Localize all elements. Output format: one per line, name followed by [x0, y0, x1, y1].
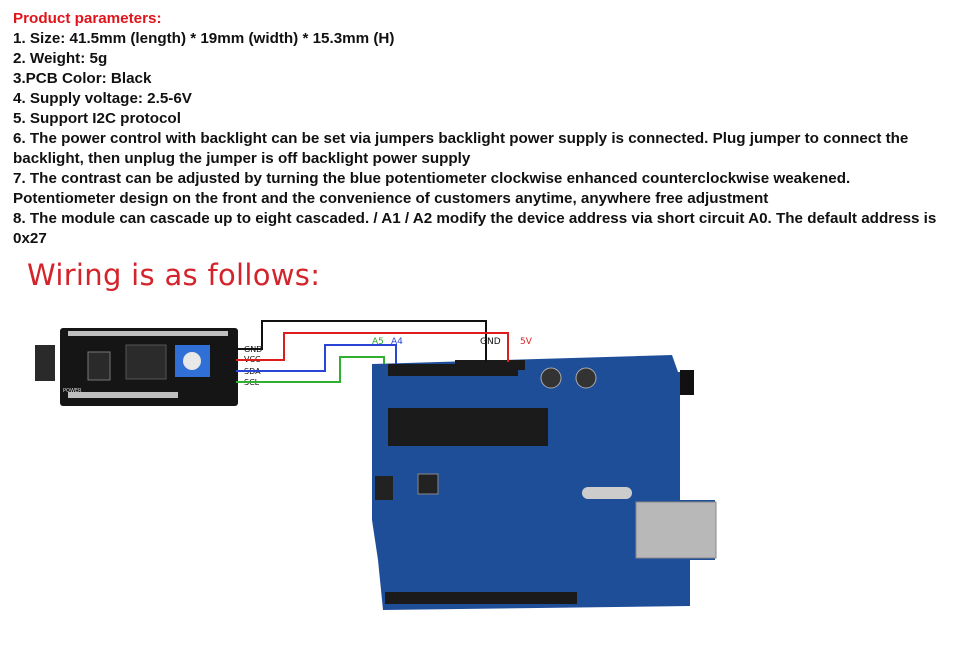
crystal	[582, 487, 632, 499]
wiring-title: Wiring is as follows:	[27, 258, 321, 292]
power-header	[455, 360, 525, 370]
arduino-label-a5: A5	[372, 337, 384, 347]
module-bracket	[35, 345, 55, 381]
param-line-contrast: 7. The contrast can be adjusted by turni…	[13, 170, 851, 207]
param-line-address: 8. The module can cascade up to eight ca…	[13, 210, 937, 247]
icsp-header	[375, 476, 393, 500]
arduino-label-gnd: GND	[480, 337, 501, 347]
arduino-label-5v: 5V	[520, 337, 533, 347]
module-jumper	[87, 351, 111, 381]
reset-button	[417, 473, 439, 495]
capacitor-2	[575, 367, 597, 389]
param-line-backlight: 6. The power control with backlight can …	[13, 130, 909, 167]
arduino-board	[372, 355, 717, 610]
params-heading: Product parameters:	[13, 10, 162, 27]
module-chip	[125, 344, 167, 380]
module-bottom-pins	[68, 392, 178, 398]
wire-scl	[236, 356, 385, 383]
param-line-protocol: 5. Support I2C protocol	[13, 110, 181, 127]
usb-port	[635, 501, 717, 559]
wire-sda	[236, 344, 397, 372]
arduino-label-a4: A4	[391, 337, 403, 347]
param-line-voltage: 4. Supply voltage: 2.5-6V	[13, 90, 192, 107]
param-line-color: 3.PCB Color: Black	[13, 70, 152, 87]
digital-header	[385, 592, 577, 604]
wire-gnd	[236, 320, 487, 362]
potentiometer-knob	[183, 352, 201, 370]
atmega-chip	[388, 408, 548, 446]
wire-vcc	[236, 332, 509, 362]
product-parameters: Product parameters: 1. Size: 41.5mm (len…	[13, 9, 948, 249]
param-line-size: 1. Size: 41.5mm (length) * 19mm (width) …	[13, 30, 395, 47]
i2c-module: POWER	[35, 328, 238, 406]
module-header-pins	[68, 331, 228, 336]
capacitor-1	[540, 367, 562, 389]
module-power-label: POWER	[63, 388, 82, 394]
param-line-weight: 2. Weight: 5g	[13, 50, 108, 67]
power-jack	[680, 370, 694, 395]
